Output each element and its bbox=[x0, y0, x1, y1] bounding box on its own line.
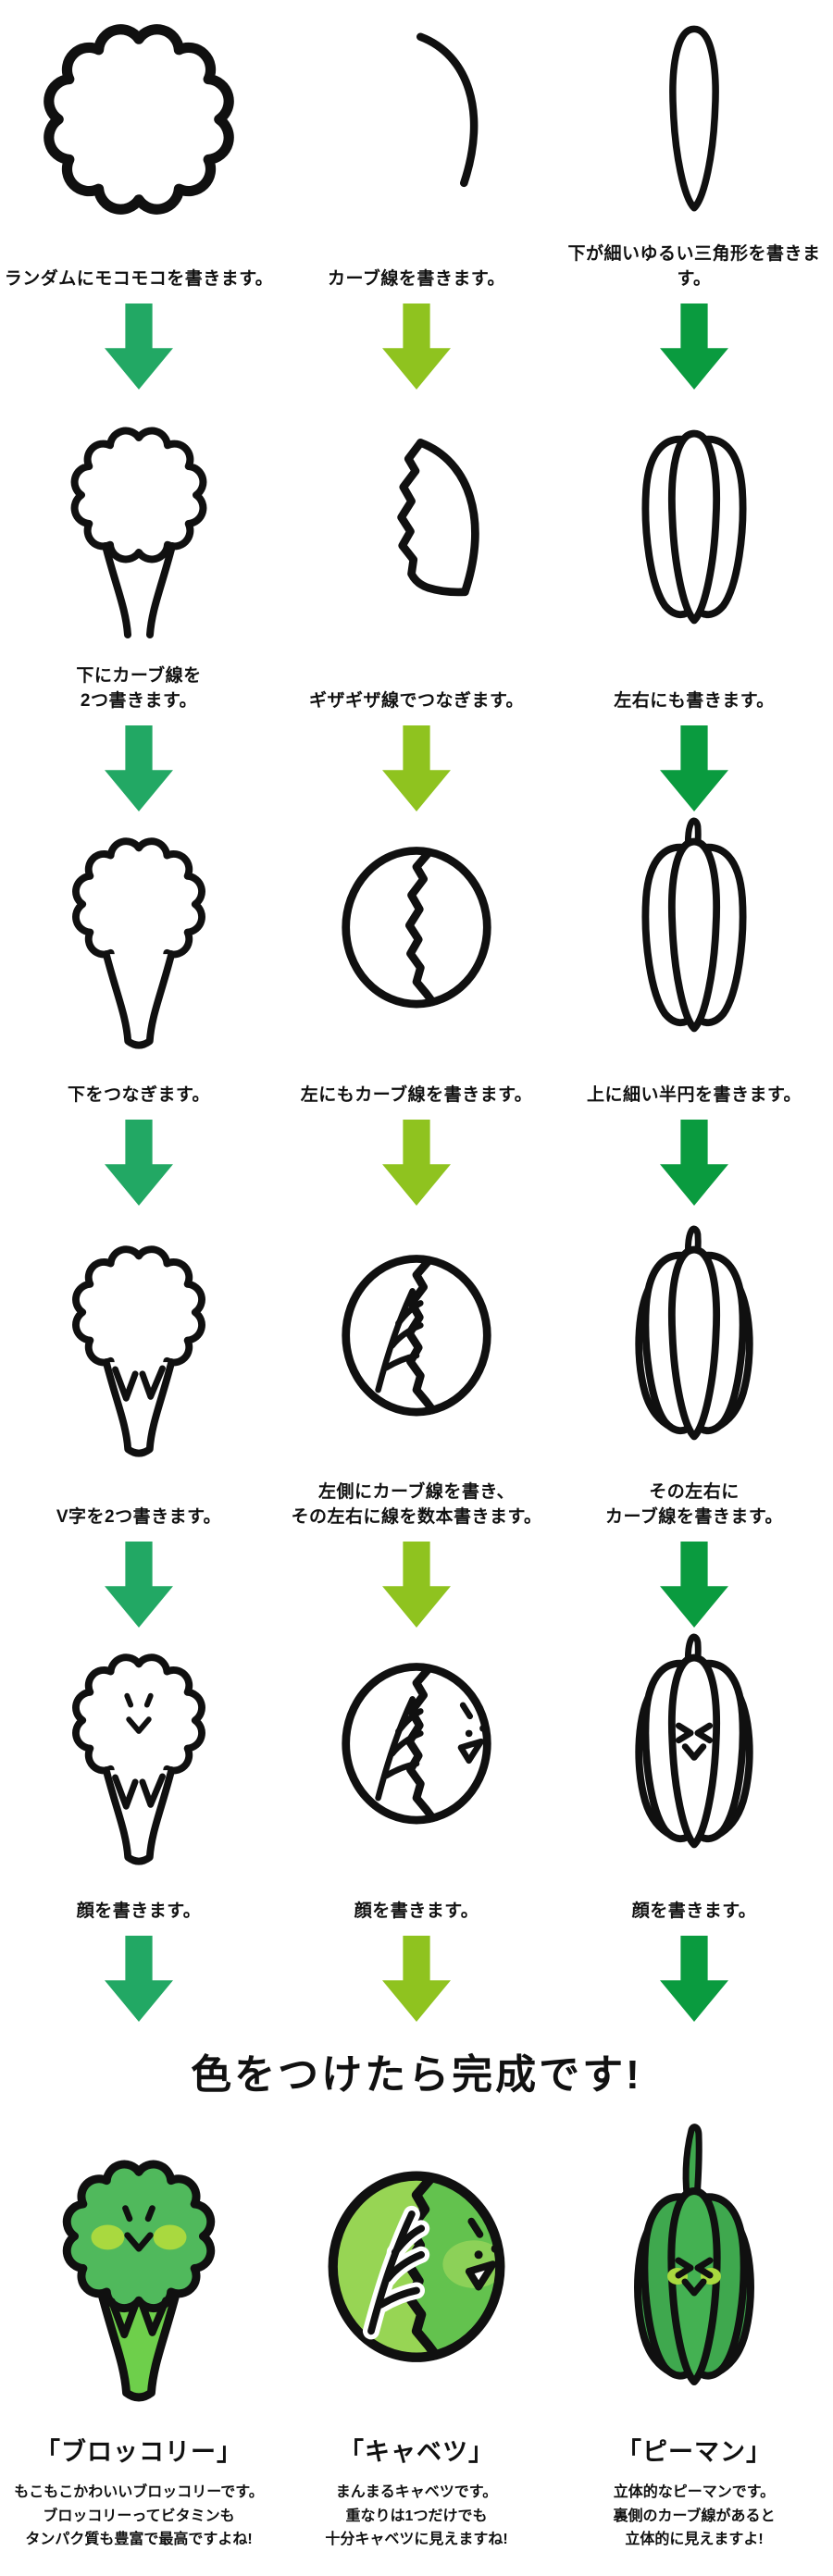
pepper-final: 「ピーマン」 立体的なピーマンです。 裏側のカーブ線があると 立体的に見えますよ… bbox=[555, 2115, 833, 2576]
cabbage-step-4: 左側にカーブ線を書き、 その左右に線を数本書きます。 bbox=[278, 1210, 555, 1536]
vegetable-name: 「ピーマン」 bbox=[616, 2438, 772, 2466]
down-arrow-icon bbox=[382, 724, 451, 811]
broccoli-cheek bbox=[91, 2224, 125, 2250]
completion-title: 色をつけたら完成です! bbox=[191, 2052, 642, 2098]
cabbage-step-2-drawing bbox=[316, 416, 517, 638]
vegetable-name: 「ブロッコリー」 bbox=[35, 2438, 242, 2466]
step-caption: ギザギザ線でつなぎます。 bbox=[308, 691, 525, 712]
step-caption: 左にもカーブ線を書きます。 bbox=[300, 1085, 533, 1106]
down-arrow-icon bbox=[660, 1119, 728, 1206]
step-caption: 下が細いゆるい三角形を書きます。 bbox=[567, 243, 821, 290]
vegetable-description: 立体的なピーマンです。 裏側のカーブ線があると 立体的に見えますよ! bbox=[613, 2484, 776, 2548]
cabbage-step-5: 顔を書きます。 bbox=[278, 1632, 555, 1930]
pepper-step-4: その左右に カーブ線を書きます。 bbox=[555, 1210, 833, 1536]
pepper-step-1: 下が細いゆるい三角形を書きます。 bbox=[555, 0, 833, 298]
broccoli-step-1: ランダムにモコモコを書きます。 bbox=[0, 0, 278, 298]
broccoli-step-2: 下にカーブ線を 2つ書きます。 bbox=[0, 394, 278, 720]
cabbage-step-5-drawing bbox=[316, 1641, 517, 1863]
step-row-4: V字を2つ書きます。 左側にカーブ線を書き、 その左右に線を数本書きます。 その… bbox=[0, 1210, 833, 1536]
cabbage-step-3: 左にもカーブ線を書きます。 bbox=[278, 816, 555, 1114]
cabbage-final-drawing bbox=[297, 2145, 505, 2408]
vegetable-name: 「キャベツ」 bbox=[339, 2438, 494, 2466]
down-arrow-icon bbox=[105, 303, 173, 390]
step-caption: 左右にも書きます。 bbox=[614, 691, 775, 712]
broccoli-step-3: 下をつなぎます。 bbox=[0, 816, 278, 1114]
arrow-row-1 bbox=[0, 298, 833, 394]
pepper-step-2: 左右にも書きます。 bbox=[555, 394, 833, 720]
broccoli-cheek bbox=[153, 2224, 187, 2250]
broccoli-step-1-drawing bbox=[22, 3, 255, 236]
down-arrow-icon bbox=[660, 724, 728, 811]
step-caption: 下をつなぎます。 bbox=[67, 1085, 211, 1106]
step-caption: その左右に カーブ線を書きます。 bbox=[605, 1481, 783, 1528]
cabbage-step-4-drawing bbox=[316, 1232, 517, 1455]
vegetable-description: まんまるキャベツです。 重なりは1つだけでも 十分キャベツに見えますね! bbox=[325, 2484, 508, 2548]
step-row-3: 下をつなぎます。 左にもカーブ線を書きます。 上に細い半円を書きます。 bbox=[0, 816, 833, 1114]
step-row-1: ランダムにモコモコを書きます。 カーブ線を書きます。 下が細いゆるい三角形を書き… bbox=[0, 0, 833, 298]
vegetable-description: もこもこかわいいブロッコリーです。 ブロッコリーってビタミンも タンパク質も豊富… bbox=[14, 2484, 264, 2548]
pepper-final-drawing bbox=[602, 2119, 787, 2408]
step-caption: 下にカーブ線を 2つ書きます。 bbox=[76, 665, 202, 712]
pepper-step-5: 顔を書きます。 bbox=[555, 1632, 833, 1930]
pepper-step-2-drawing bbox=[603, 410, 785, 646]
down-arrow-icon bbox=[660, 1935, 728, 2022]
step-caption: ランダムにモコモコを書きます。 bbox=[4, 269, 274, 290]
step-caption: 左側にカーブ線を書き、 その左右に線を数本書きます。 bbox=[291, 1481, 542, 1528]
down-arrow-icon bbox=[382, 1119, 451, 1206]
down-arrow-icon bbox=[105, 1935, 173, 2022]
arrow-row-5 bbox=[0, 1930, 833, 2026]
down-arrow-icon bbox=[105, 724, 173, 811]
broccoli-final: 「ブロッコリー」 もこもこかわいいブロッコリーです。 ブロッコリーってビタミンも… bbox=[0, 2115, 278, 2576]
pepper-step-3: 上に細い半円を書きます。 bbox=[555, 816, 833, 1114]
cabbage-step-1-drawing bbox=[317, 11, 516, 229]
down-arrow-icon bbox=[105, 1541, 173, 1628]
broccoli-step-4-drawing bbox=[48, 1226, 230, 1462]
broccoli-step-4: V字を2つ書きます。 bbox=[0, 1210, 278, 1536]
step-caption: V字を2つ書きます。 bbox=[56, 1507, 222, 1528]
cabbage-final: 「キャベツ」 まんまるキャベツです。 重なりは1つだけでも 十分キャベツに見えま… bbox=[278, 2115, 555, 2576]
down-arrow-icon bbox=[382, 1935, 451, 2022]
completion-title-row: 色をつけたら完成です! bbox=[0, 2026, 833, 2115]
pepper-step-5-drawing bbox=[603, 1634, 785, 1870]
step-row-2: 下にカーブ線を 2つ書きます。 ギザギザ線でつなぎます。 左右にも書きます。 bbox=[0, 394, 833, 720]
cabbage-step-2: ギザギザ線でつなぎます。 bbox=[278, 394, 555, 720]
broccoli-step-5-drawing bbox=[48, 1634, 230, 1870]
broccoli-step-5: 顔を書きます。 bbox=[0, 1632, 278, 1930]
down-arrow-icon bbox=[660, 1541, 728, 1628]
arrow-row-3 bbox=[0, 1114, 833, 1210]
pepper-step-4-drawing bbox=[603, 1226, 785, 1462]
step-caption: 顔を書きます。 bbox=[354, 1901, 479, 1922]
down-arrow-icon bbox=[660, 303, 728, 390]
broccoli-step-2-drawing bbox=[46, 407, 231, 648]
step-caption: 顔を書きます。 bbox=[631, 1901, 757, 1922]
cabbage-step-3-drawing bbox=[316, 824, 517, 1046]
down-arrow-icon bbox=[382, 303, 451, 390]
arrow-row-2 bbox=[0, 720, 833, 816]
step-row-5: 顔を書きます。 顔を書きます。 顔を書きます。 bbox=[0, 1632, 833, 1930]
down-arrow-icon bbox=[382, 1541, 451, 1628]
arrow-row-4 bbox=[0, 1536, 833, 1632]
cabbage-step-1: カーブ線を書きます。 bbox=[278, 0, 555, 298]
step-caption: カーブ線を書きます。 bbox=[328, 269, 505, 290]
down-arrow-icon bbox=[105, 1119, 173, 1206]
pepper-step-1-drawing bbox=[607, 6, 781, 232]
broccoli-step-3-drawing bbox=[48, 818, 230, 1054]
broccoli-final-drawing bbox=[35, 2137, 242, 2408]
pepper-step-3-drawing bbox=[603, 818, 785, 1054]
step-caption: 上に細い半円を書きます。 bbox=[586, 1085, 802, 1106]
final-row: 「ブロッコリー」 もこもこかわいいブロッコリーです。 ブロッコリーってビタミンも… bbox=[0, 2115, 833, 2576]
step-caption: 顔を書きます。 bbox=[76, 1901, 202, 1922]
